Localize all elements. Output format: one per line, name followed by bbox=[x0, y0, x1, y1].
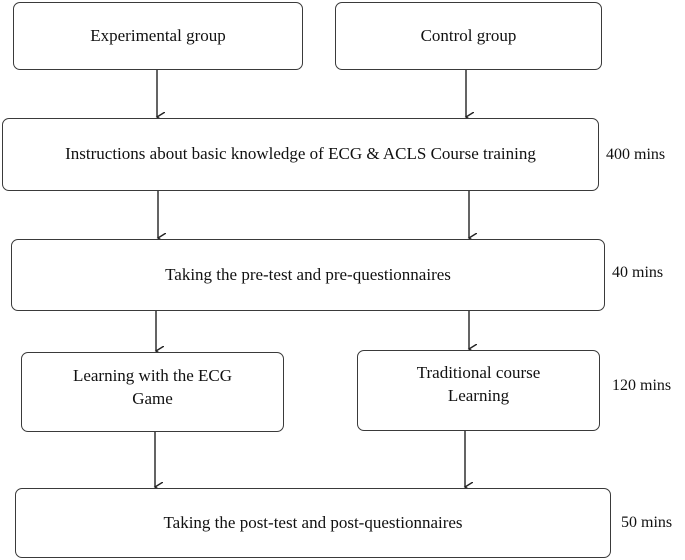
traditional-course-label-line1: Traditional course bbox=[416, 363, 541, 382]
traditional-course-label-line2: Learning bbox=[447, 385, 510, 405]
duration-learning: 120 mins bbox=[612, 377, 672, 394]
duration-posttest: 50 mins bbox=[621, 514, 673, 531]
ecg-game-label-line1: Learning with the ECG bbox=[72, 366, 233, 385]
duration-instructions: 400 mins bbox=[606, 146, 666, 163]
control-group-label: Control group bbox=[420, 25, 517, 45]
duration-pretest: 40 mins bbox=[612, 264, 664, 281]
instructions-label: Instructions about basic knowledge of EC… bbox=[65, 144, 536, 164]
instructions-box: Instructions about basic knowledge of EC… bbox=[2, 118, 599, 191]
pretest-label: Taking the pre-test and pre-questionnair… bbox=[165, 264, 451, 284]
posttest-label: Taking the post-test and post-questionna… bbox=[163, 512, 463, 532]
ecg-game-box: Learning with the ECG Game bbox=[21, 352, 284, 432]
posttest-box: Taking the post-test and post-questionna… bbox=[15, 488, 611, 558]
traditional-course-box: Traditional course Learning bbox=[357, 350, 600, 431]
pretest-box: Taking the pre-test and pre-questionnair… bbox=[11, 239, 605, 311]
ecg-game-label-line2: Game bbox=[132, 388, 173, 408]
control-group-box: Control group bbox=[335, 2, 602, 70]
experimental-group-box: Experimental group bbox=[13, 2, 303, 70]
experimental-group-label: Experimental group bbox=[90, 25, 226, 45]
